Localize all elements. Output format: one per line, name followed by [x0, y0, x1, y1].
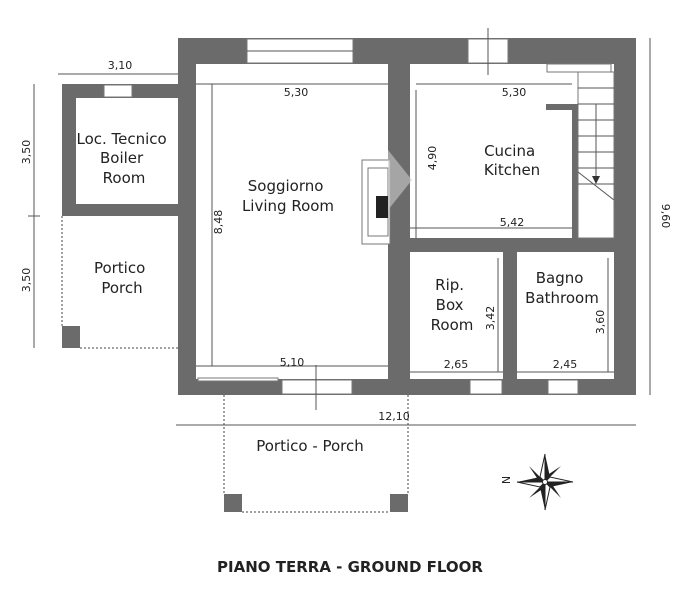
dim-living-top: 5,30 [284, 86, 309, 99]
plan-title: PIANO TERRA - GROUND FLOOR [217, 558, 483, 576]
dim-porch-height: 3,50 [20, 268, 33, 293]
window-boiler [103, 84, 133, 98]
annex-left-wall [62, 84, 76, 216]
dim-living-bottom: 5,10 [280, 356, 305, 369]
kitchen-label: Cucina Kitchen [484, 142, 540, 179]
living-room-label: Soggiorno Living Room [242, 177, 334, 215]
door-living [281, 379, 353, 395]
front-porch-label: Portico - Porch [256, 437, 364, 455]
dim-box-width: 2,65 [444, 358, 469, 371]
kitchen-bottom-wall [410, 238, 614, 252]
dim-box-height: 3,42 [484, 306, 497, 331]
stair-partition [572, 104, 578, 238]
dim-kitchen-height: 4,90 [426, 146, 439, 171]
fireplace [361, 150, 412, 245]
dim-bath-height: 3,60 [594, 310, 607, 335]
dim-kitchen-top: 5,30 [502, 86, 527, 99]
dim-total-width: 12,10 [378, 410, 410, 423]
front-porch [223, 395, 409, 513]
annex-mid-wall [62, 204, 178, 216]
window-bath [547, 379, 579, 395]
central-wall [388, 64, 410, 379]
compass-icon [516, 453, 574, 511]
window-box [469, 379, 503, 395]
compass-north-label: N [500, 476, 513, 484]
dimension-lines [28, 38, 651, 426]
sill-living [197, 377, 279, 382]
dim-left-width: 3,10 [108, 59, 133, 72]
porch-left-label: Portico Porch [94, 259, 150, 297]
boiler-room-label: Loc. Tecnico Boiler Room [76, 130, 171, 187]
bathroom-label: Bagno Bathroom [525, 269, 599, 307]
dim-kitchen-bottom: 5,42 [500, 216, 525, 229]
porch-column-right [390, 494, 408, 512]
dim-living-height: 8,48 [212, 210, 225, 235]
box-bath-partition [503, 252, 517, 379]
main-walls [178, 38, 636, 395]
box-room-label: Rip. Box Room [431, 276, 474, 334]
porch-column-left [224, 494, 242, 512]
dim-bath-width: 2,45 [553, 358, 578, 371]
annex-walls [61, 84, 178, 349]
porch-column [62, 326, 80, 348]
window-stair [546, 63, 612, 73]
dim-boiler-height: 3,50 [20, 140, 33, 165]
right-wall [614, 38, 636, 395]
dim-total-height: 9,60 [659, 204, 672, 229]
staircase [546, 71, 615, 239]
left-wall [178, 38, 196, 395]
